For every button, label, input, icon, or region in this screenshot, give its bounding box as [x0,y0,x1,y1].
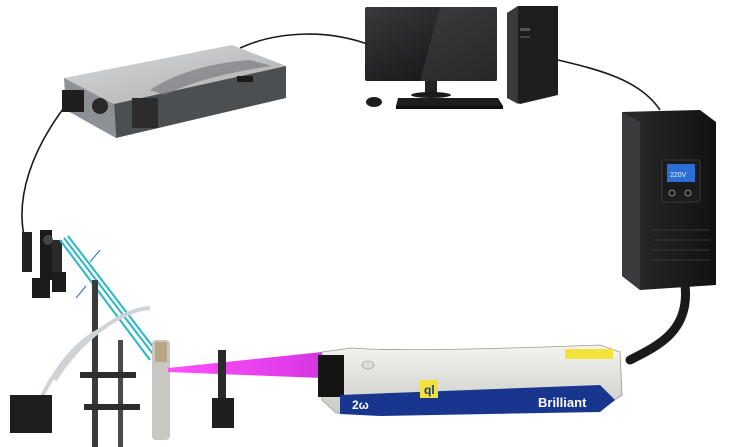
cables [21,33,661,241]
laser-logo-2w: 2ω [352,398,369,412]
laser-power-cable [625,280,691,365]
mouse [366,97,382,107]
power-supply-unit: 220V [622,110,716,290]
computer-tower [507,6,558,104]
laser-logo-ql: ql [424,383,435,397]
collection-optics [22,230,66,298]
beam-arrows [75,249,101,299]
monitor [365,7,497,98]
mode-button [684,189,692,197]
power-button [668,189,676,197]
power-display-readout: 220V [670,172,687,179]
laser-beam [168,352,322,378]
fiber-bundle [59,235,161,361]
sample-stand [10,280,170,447]
focusing-lens-mount [212,350,234,428]
laser-brand-label: Brilliant [538,395,587,410]
laser-head: 2ω ql Brilliant [318,344,623,416]
keyboard [396,98,503,109]
spectrometer [62,45,286,138]
